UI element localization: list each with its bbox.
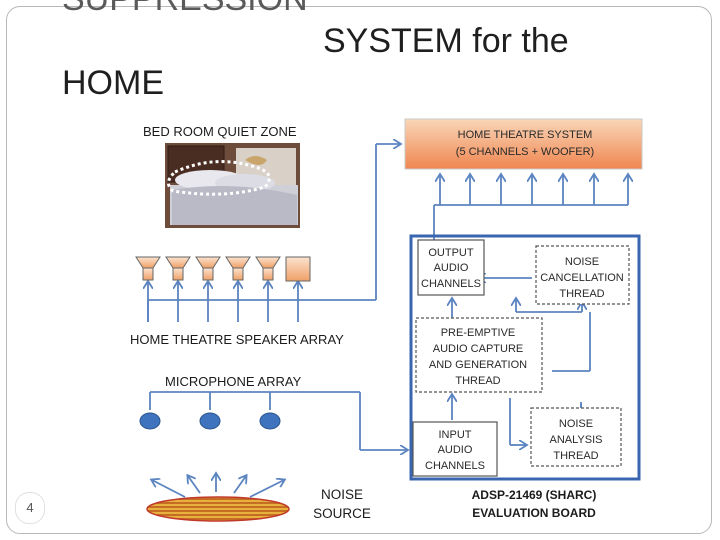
- bedroom-label: BED ROOM QUIET ZONE: [143, 124, 297, 139]
- connection-lines: [148, 144, 628, 498]
- microphone-2: [199, 412, 221, 430]
- pre-emptive-line1: PRE-EMPTIVE: [441, 327, 516, 339]
- pre-emptive-box: [415, 317, 543, 393]
- home-theatre-system-box: HOME THEATRE SYSTEM (5 CHANNELS + WOOFER…: [404, 118, 643, 170]
- speaker-2: [165, 256, 191, 281]
- noise-analysis-box: [530, 407, 622, 467]
- noise-cancellation-box: [535, 245, 630, 305]
- woofer-speaker: [285, 256, 311, 282]
- input-audio-box: [412, 421, 498, 477]
- slide-title-line-3: HOME: [62, 66, 164, 100]
- evaluation-board: OUTPUT AUDIO CHANNELS NOISE CANCELLATION…: [409, 234, 641, 481]
- microphone-1: [139, 412, 161, 430]
- title-line2-text: SYSTEM for the: [323, 22, 569, 60]
- board-label-line1: ADSP-21469 (SHARC): [472, 488, 597, 502]
- noise-analysis-line2: ANALYSIS: [550, 434, 603, 446]
- input-audio-line2: AUDIO: [438, 444, 473, 456]
- noise-source-label-line2: SOURCE: [313, 506, 371, 521]
- title-line1-text: SUPPRESSION: [62, 0, 308, 18]
- noise-source-disc: [146, 496, 290, 522]
- microphone-3: [259, 412, 281, 430]
- microphone-array: [139, 412, 281, 430]
- speaker-5: [255, 256, 281, 281]
- slide-frame: [6, 6, 712, 534]
- noise-source-label-line1: NOISE: [321, 487, 363, 502]
- noise-analysis-line1: NOISE: [559, 418, 593, 430]
- speaker-3: [195, 256, 221, 281]
- title-line3-text: HOME: [62, 64, 164, 102]
- pre-emptive-line4: THREAD: [455, 375, 500, 387]
- output-audio-line2: AUDIO: [434, 262, 469, 274]
- pre-emptive-line2: AUDIO CAPTURE: [433, 343, 523, 355]
- speaker-4: [225, 256, 251, 281]
- output-audio-line3: CHANNELS: [421, 278, 481, 290]
- speaker-1: [135, 256, 161, 281]
- microphone-array-label: MICROPHONE ARRAY: [165, 374, 302, 389]
- page-number: 4: [26, 500, 34, 515]
- home-theatre-label-line2: (5 CHANNELS + WOOFER): [456, 146, 594, 158]
- pre-emptive-line3: AND GENERATION: [429, 359, 527, 371]
- speaker-array-label: HOME THEATRE SPEAKER ARRAY: [130, 332, 344, 347]
- noise-cancellation-line2: CANCELLATION: [540, 272, 624, 284]
- input-audio-line3: CHANNELS: [425, 460, 485, 472]
- output-audio-line1: OUTPUT: [428, 247, 474, 259]
- bedroom-image: [165, 143, 300, 228]
- board-label-line2: EVALUATION BOARD: [472, 506, 596, 520]
- home-theatre-label-line1: HOME THEATRE SYSTEM: [458, 129, 593, 141]
- noise-cancellation-line1: NOISE: [565, 256, 599, 268]
- page-number-badge: 4: [15, 492, 45, 524]
- input-audio-line1: INPUT: [439, 429, 472, 441]
- speaker-array: [135, 256, 311, 282]
- slide-title-line-1: SUPPRESSION: [62, 0, 308, 16]
- output-audio-box: [417, 239, 485, 296]
- noise-analysis-line3: THREAD: [553, 450, 598, 462]
- slide-title-line-2: SYSTEM for the: [323, 24, 569, 58]
- noise-cancellation-line3: THREAD: [559, 288, 604, 300]
